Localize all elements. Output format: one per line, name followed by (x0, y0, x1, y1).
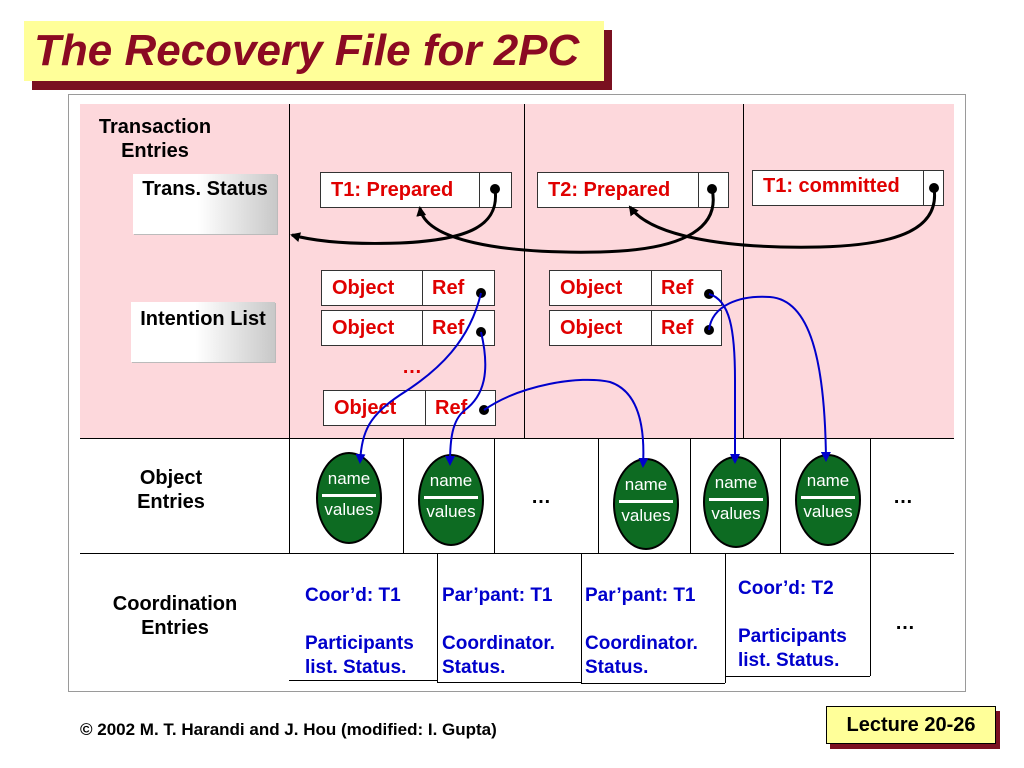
object-entry: name values (418, 454, 484, 546)
object-values: values (803, 502, 853, 521)
grid-line (524, 104, 525, 438)
intention-cell-t1-1: Object Ref (321, 270, 495, 306)
object-name: name (624, 475, 668, 494)
object-entry: name values (613, 458, 679, 550)
coordination-detail: Coordinator. (585, 633, 698, 654)
status-chain-arrow (290, 188, 498, 245)
grid-line (780, 438, 781, 553)
coordination-detail: Participants (738, 626, 847, 647)
object-name: name (806, 471, 850, 490)
coordination-detail: Status. (442, 657, 506, 678)
trans-status-label: Trans. Status (133, 174, 277, 234)
object-entries-ellipsis: … (531, 486, 551, 508)
oval-divider (424, 496, 478, 499)
grid-line (870, 438, 871, 553)
coordination-ellipsis: … (895, 612, 915, 634)
ref-arrow (355, 292, 482, 464)
grid-line (289, 104, 290, 553)
status-entry-label: T2: Prepared (548, 178, 671, 201)
grid-line (80, 553, 954, 554)
ref-label: Ref (432, 276, 465, 299)
oval-divider (322, 494, 376, 497)
grid-line (743, 104, 744, 438)
cell-divider (923, 171, 924, 205)
ref-label: Ref (435, 396, 468, 419)
oval-divider (801, 496, 855, 499)
object-values: values (324, 500, 374, 519)
ref-arrow (445, 331, 487, 466)
transaction-entries-label: Transaction Entries (98, 116, 212, 162)
cell-divider (698, 173, 699, 207)
grid-line (494, 438, 495, 553)
grid-line (870, 553, 871, 676)
intention-ellipsis: … (402, 356, 422, 378)
cell-divider (425, 391, 426, 425)
cell-divider (479, 173, 480, 207)
grid-line (725, 553, 726, 683)
object-entries-ellipsis: … (893, 486, 913, 508)
intention-list-label: Intention List (131, 302, 275, 362)
cell-divider (651, 311, 652, 345)
object-entries-label: Object Entries (137, 467, 205, 513)
object-entry: name values (703, 456, 769, 548)
status-entry-label: T1: Prepared (331, 178, 454, 201)
grid-line (598, 438, 599, 553)
grid-line (80, 438, 954, 439)
grid-line (581, 683, 725, 684)
object-label: Object (560, 276, 623, 299)
coordination-header: Coor’d: T2 (738, 578, 834, 599)
coordination-detail: list. Status. (305, 657, 407, 678)
grid-line (437, 682, 581, 683)
status-chain-arrow (416, 188, 715, 254)
grid-line (289, 680, 437, 681)
object-values: values (711, 504, 761, 523)
coordination-detail: Coordinator. (442, 633, 555, 654)
coordination-detail: Status. (585, 657, 649, 678)
cell-divider (651, 271, 652, 305)
status-entry-t1-prepared: T1: Prepared (320, 172, 512, 208)
intention-cell-t2-2: Object Ref (549, 310, 722, 346)
coordination-detail: Participants (305, 633, 414, 654)
object-values: values (621, 506, 671, 525)
intention-cell-t2-1: Object Ref (549, 270, 722, 306)
ref-label: Ref (432, 316, 465, 339)
object-label: Object (332, 276, 395, 299)
grid-line (725, 676, 870, 677)
object-label: Object (334, 396, 397, 419)
status-entry-label: T1: committed (763, 175, 900, 197)
ref-label: Ref (661, 316, 694, 339)
object-name: name (327, 469, 371, 488)
object-name: name (429, 471, 473, 490)
coordination-detail: list. Status. (738, 650, 840, 671)
lecture-badge: Lecture 20-26 (826, 706, 996, 744)
ref-arrow (708, 293, 740, 464)
cell-divider (422, 271, 423, 305)
intention-cell-t1-2: Object Ref (321, 310, 495, 346)
object-label: Object (332, 316, 395, 339)
oval-divider (619, 500, 673, 503)
oval-divider (709, 498, 763, 501)
slide-title: The Recovery File for 2PC (24, 21, 604, 81)
coordination-header: Par’pant: T1 (442, 585, 553, 606)
grid-line (437, 553, 438, 683)
ref-arrow (483, 378, 649, 468)
status-entry-t1-committed: T1: committed (752, 170, 944, 206)
object-name: name (714, 473, 758, 492)
grid-line (403, 438, 404, 553)
ref-arrow (708, 295, 831, 462)
object-entry: name values (316, 452, 382, 544)
object-label: Object (560, 316, 623, 339)
transaction-zone (80, 104, 954, 438)
status-chain-arrow (628, 187, 937, 249)
ref-label: Ref (661, 276, 694, 299)
grid-line (690, 438, 691, 553)
object-values: values (426, 502, 476, 521)
cell-divider (422, 311, 423, 345)
coordination-header: Coor’d: T1 (305, 585, 401, 606)
coordination-entries-label: Coordination Entries (112, 593, 238, 639)
coordination-header: Par’pant: T1 (585, 585, 696, 606)
copyright-footer: © 2002 M. T. Harandi and J. Hou (modifie… (80, 720, 497, 739)
grid-line (581, 553, 582, 683)
